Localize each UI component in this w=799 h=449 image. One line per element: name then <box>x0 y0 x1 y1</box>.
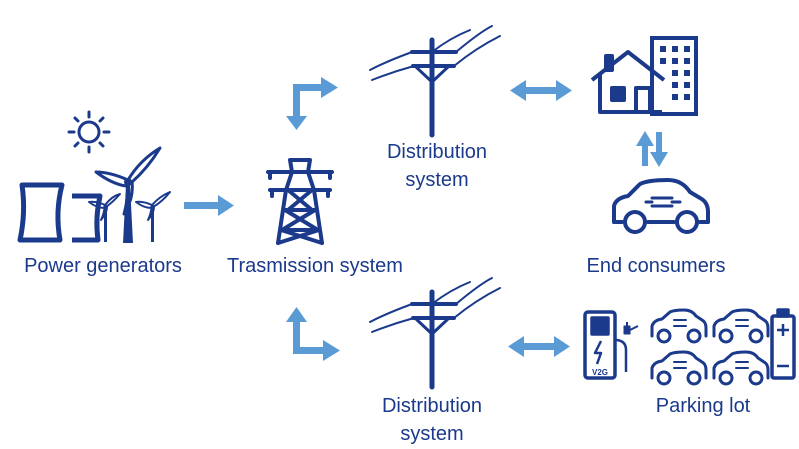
v2g-charger-icon <box>583 310 639 380</box>
electric-car-icon <box>712 350 770 386</box>
parking-lot-label: Parking lot <box>655 395 751 417</box>
arrow-transmission-to-distribution-top <box>286 77 338 130</box>
arrow-generators-to-transmission <box>184 195 234 216</box>
arrow-transmission-to-distribution-bottom <box>286 307 340 361</box>
transmission-system-label: Trasmission system <box>227 255 403 277</box>
electric-car-icon <box>712 308 770 344</box>
v2g-badge: V2G <box>592 368 608 377</box>
distribution-top-line2: system <box>405 169 469 191</box>
parking-cars-group <box>650 308 770 386</box>
utility-pole-icon <box>369 25 501 138</box>
arrow-distribution-top-to-consumers <box>510 80 572 101</box>
cooling-tower-icon <box>17 182 103 243</box>
transmission-tower-icon <box>266 158 334 245</box>
distribution-top-line1: Distribution <box>386 141 488 163</box>
sun-icon <box>67 110 111 154</box>
electric-car-icon <box>650 308 708 344</box>
building-icon <box>650 36 698 116</box>
electric-car-icon <box>612 178 710 234</box>
power-generators-group <box>17 110 171 243</box>
battery-icon <box>770 308 796 380</box>
arrow-home-to-vehicle <box>636 131 668 167</box>
arrow-distribution-bottom-to-parking <box>508 336 570 357</box>
distribution-bottom-line1: Distribution <box>381 395 483 417</box>
distribution-system-bottom-label: Distribution system <box>357 392 507 448</box>
distribution-system-top-label: Distribution system <box>362 138 512 194</box>
power-generators-label: Power generators <box>24 255 182 277</box>
electric-car-icon <box>650 350 708 386</box>
distribution-bottom-line2: system <box>400 423 464 445</box>
end-consumers-label: End consumers <box>586 255 726 277</box>
wind-turbine-icon <box>88 146 171 243</box>
utility-pole-icon <box>369 277 501 390</box>
